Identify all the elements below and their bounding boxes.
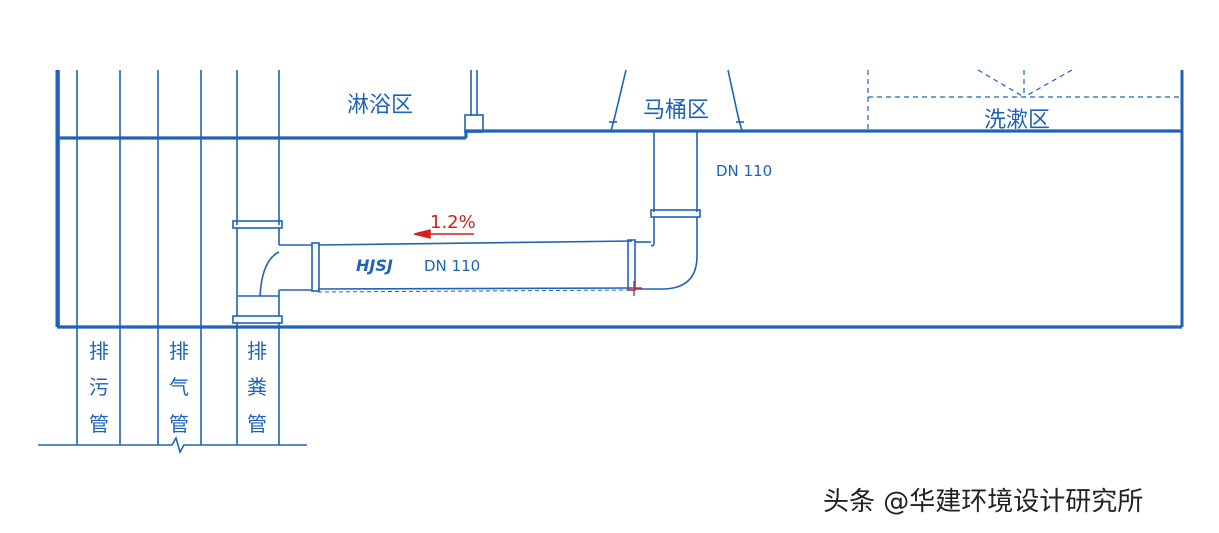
- washbasin-outline: [867, 69, 1182, 131]
- svg-text:管: 管: [169, 412, 189, 436]
- svg-text:管: 管: [89, 412, 109, 436]
- crosshair-icon: [627, 281, 642, 296]
- floor-slab: [55, 70, 1184, 329]
- pipe-shaft-lines: [38, 70, 307, 455]
- svg-text:排: 排: [169, 339, 189, 363]
- svg-text:气: 气: [169, 375, 189, 399]
- svg-text:管: 管: [247, 412, 267, 436]
- toilet-zone-label: 马桶区: [643, 98, 709, 123]
- stack-label-soil: 排 粪 管: [247, 339, 267, 436]
- watermark-credit: 头条 @华建环境设计研究所: [823, 487, 1143, 517]
- stack-label-vent: 排 气 管: [169, 339, 189, 436]
- toilet-vertical-pipe: [650, 131, 701, 290]
- horizontal-drain-pipe: [311, 239, 656, 293]
- tee-fitting: [232, 220, 312, 324]
- stack-label-sewage: 排 污 管: [89, 339, 109, 436]
- brand-logo: HJSJ: [356, 256, 393, 275]
- slope-label: 1.2%: [430, 212, 476, 233]
- washbasin-zone-label: 洗漱区: [984, 108, 1050, 133]
- shower-drain-fitting: [464, 70, 484, 133]
- slope-arrow: [413, 229, 474, 239]
- toilet-base: [609, 69, 744, 132]
- vertical-pipe-dn-label: DN 110: [716, 162, 772, 180]
- svg-text:污: 污: [89, 375, 109, 399]
- shower-zone-label: 淋浴区: [347, 93, 413, 118]
- svg-text:排: 排: [247, 339, 267, 363]
- svg-text:粪: 粪: [247, 375, 267, 399]
- svg-text:排: 排: [89, 339, 109, 363]
- horizontal-pipe-dn-label: DN 110: [424, 257, 480, 275]
